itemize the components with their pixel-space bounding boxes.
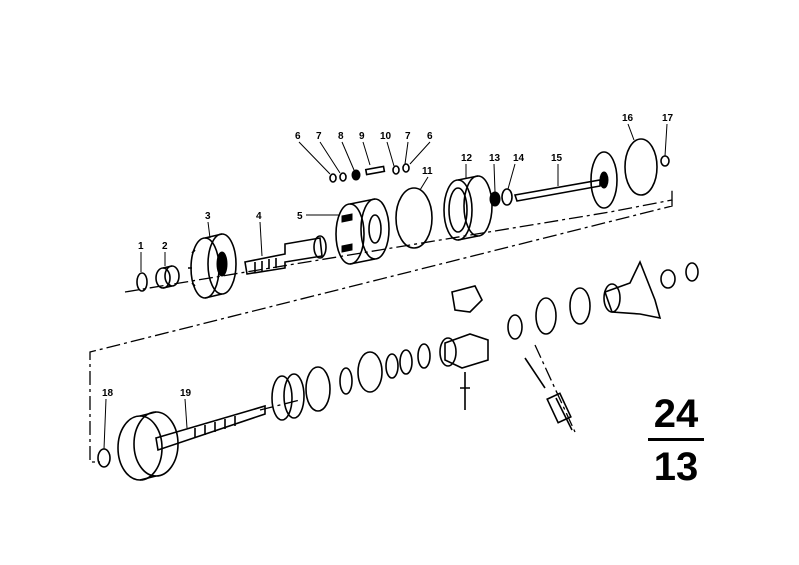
part-13-thrust-washer <box>489 191 501 207</box>
callout-5: 5 <box>297 211 303 222</box>
callout-7: 7 <box>316 131 322 142</box>
group-code-main: 24 <box>648 392 704 441</box>
callout-6: 6 <box>295 131 301 142</box>
part-2-bushing <box>155 265 180 289</box>
group-code: 24 13 <box>648 392 704 489</box>
callout-4: 4 <box>256 211 262 222</box>
part-19-output-shaft-drum <box>117 404 266 481</box>
callout-3: 3 <box>205 211 211 222</box>
part-12-ring-gear <box>443 175 493 241</box>
callout-16: 16 <box>622 113 634 124</box>
part-3-gear <box>188 233 237 299</box>
part-18-ring <box>97 448 111 468</box>
lower-bearings <box>507 287 591 340</box>
callout-7b: 7 <box>405 131 411 142</box>
callout-14: 14 <box>513 153 525 164</box>
part-5-clutch-drum <box>335 198 390 265</box>
lower-bearing-and-rings <box>271 343 431 421</box>
callout-15: 15 <box>551 153 563 164</box>
part-1-snap-ring <box>136 272 148 292</box>
callout-labels: 1 2 3 4 5 6 7 8 9 10 7 6 11 12 13 14 15 … <box>102 113 674 450</box>
callout-18: 18 <box>102 388 114 399</box>
callout-10: 10 <box>380 131 392 142</box>
part-6-7-8-9-10-small-parts <box>329 163 410 183</box>
part-4-input-shaft <box>244 235 327 275</box>
callout-9: 9 <box>359 131 365 142</box>
part-11-snap-ring <box>395 187 433 249</box>
lower-housing <box>439 285 489 410</box>
callout-12: 12 <box>461 153 473 164</box>
callout-8: 8 <box>338 131 344 142</box>
callout-6b: 6 <box>427 131 433 142</box>
part-16-snap-ring <box>624 138 658 196</box>
speedometer-drive <box>524 357 573 431</box>
callout-17: 17 <box>662 113 674 124</box>
group-code-sub: 13 <box>653 445 699 489</box>
callout-11: 11 <box>422 166 433 177</box>
part-17-washer <box>660 155 670 167</box>
output-flange <box>603 259 699 320</box>
part-15-shaft <box>513 151 618 209</box>
part-14-thrust-washer <box>501 188 513 206</box>
callout-1: 1 <box>138 241 144 252</box>
callout-2: 2 <box>162 241 168 252</box>
callout-19: 19 <box>180 388 192 399</box>
callout-13: 13 <box>489 153 501 164</box>
